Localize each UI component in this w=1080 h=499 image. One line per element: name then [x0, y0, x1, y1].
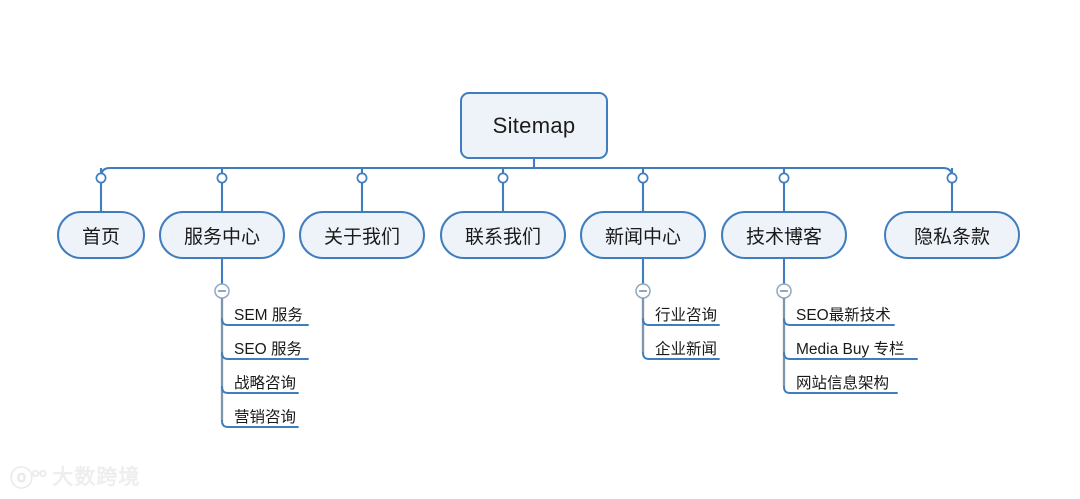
- collapse-toggle-6[interactable]: [776, 283, 792, 299]
- collapse-toggle-2[interactable]: [214, 283, 230, 299]
- branch-node-label: 技术博客: [745, 226, 822, 248]
- branch-node-label: 首页: [81, 226, 120, 248]
- sub-item[interactable]: SEO 服务: [234, 341, 303, 358]
- branch-node-6[interactable]: 技术博客: [721, 211, 847, 259]
- sub-item[interactable]: 营销咨询: [234, 409, 297, 426]
- branch-node-label: 关于我们: [323, 226, 400, 248]
- branch-node-label: 服务中心: [183, 226, 260, 248]
- branch-node-7[interactable]: 隐私条款: [884, 211, 1020, 259]
- branch-node-label: 新闻中心: [604, 226, 681, 248]
- branch-node-2[interactable]: 服务中心: [159, 211, 285, 259]
- watermark: ⓞ°° 大数跨境: [10, 459, 140, 493]
- branch-node-5[interactable]: 新闻中心: [580, 211, 706, 259]
- branch-node-label: 隐私条款: [913, 226, 990, 248]
- branch-node-3[interactable]: 关于我们: [299, 211, 425, 259]
- sub-item[interactable]: 网站信息架构: [796, 375, 890, 392]
- sub-item[interactable]: SEM 服务: [234, 307, 303, 324]
- collapse-toggle-5[interactable]: [635, 283, 651, 299]
- sub-item[interactable]: 企业新闻: [655, 341, 718, 358]
- branch-node-label: 联系我们: [464, 226, 541, 248]
- branch-node-4[interactable]: 联系我们: [440, 211, 566, 259]
- watermark-logo-icon: ⓞ°°: [10, 465, 47, 491]
- sub-item[interactable]: SEO最新技术: [796, 307, 891, 324]
- root-node-label: Sitemap: [492, 112, 576, 138]
- branch-node-1[interactable]: 首页: [57, 211, 145, 259]
- sub-item[interactable]: 战略咨询: [234, 375, 297, 392]
- sub-item[interactable]: Media Buy 专栏: [796, 341, 905, 358]
- root-node-sitemap[interactable]: Sitemap: [460, 92, 608, 159]
- sub-item[interactable]: 行业咨询: [655, 307, 718, 324]
- watermark-label: 大数跨境: [52, 466, 141, 489]
